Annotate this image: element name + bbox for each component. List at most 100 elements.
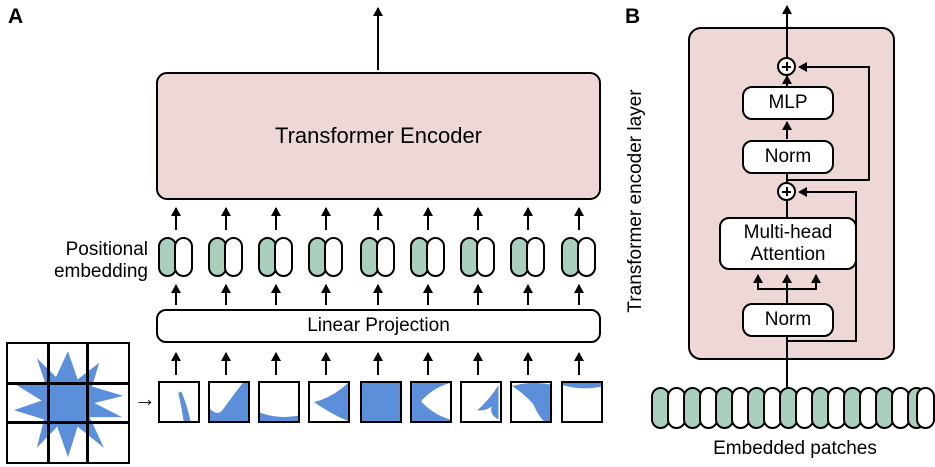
token-to-encoder-arrow xyxy=(325,208,328,230)
residual-add-upper xyxy=(777,57,796,76)
patch-embedding-pill xyxy=(224,237,243,277)
grid-line-horizontal xyxy=(8,421,128,424)
mha-label-line1: Multi-head xyxy=(743,221,833,243)
panel-a-letter: A xyxy=(8,5,24,28)
residual-path-upper-horizontal-bottom xyxy=(787,179,870,182)
norm-upper-block: Norm xyxy=(742,140,834,174)
image-patch xyxy=(208,381,250,423)
image-patch xyxy=(258,381,300,423)
token-pill-pair xyxy=(258,237,300,277)
patch-embedding-pill xyxy=(376,237,395,277)
patch-embedding-pill xyxy=(324,237,343,277)
transformer-encoder-label: Transformer Encoder xyxy=(274,123,483,148)
norm-lower-label: Norm xyxy=(764,309,812,331)
norm-upper-to-mlp-arrow xyxy=(786,122,789,139)
patch-embedding-pill xyxy=(426,237,445,277)
residual-arrow-head-lower xyxy=(798,186,807,197)
projection-to-token-arrow xyxy=(578,285,581,305)
image-patch xyxy=(158,381,200,423)
multi-head-attention-label: Multi-head Attention xyxy=(744,222,833,266)
norm-upper-label: Norm xyxy=(764,146,812,168)
patch-to-projection-arrow xyxy=(275,353,278,375)
patch-embedding-pill xyxy=(526,237,545,277)
projection-to-token-arrow xyxy=(477,285,480,305)
mlp-label: MLP xyxy=(768,92,808,114)
token-pill-pair xyxy=(308,237,350,277)
patch-to-projection-arrow xyxy=(175,353,178,375)
projection-to-token-arrow xyxy=(325,285,328,305)
token-to-encoder-arrow xyxy=(225,208,228,230)
patch-to-projection-arrow xyxy=(527,353,530,375)
projection-to-token-arrow xyxy=(175,285,178,305)
grid-line-vertical xyxy=(47,344,50,462)
patch-embedding-pill xyxy=(174,237,193,277)
token-pill-pair xyxy=(360,237,402,277)
patch-embedding-pill xyxy=(274,237,293,277)
grid-line-vertical xyxy=(86,344,89,462)
qkv-arrow-right xyxy=(815,275,818,289)
patch-to-projection-arrow xyxy=(578,353,581,375)
embedded-patches-label: Embedded patches xyxy=(713,438,877,459)
token-to-encoder-arrow xyxy=(275,208,278,230)
source-image xyxy=(6,342,130,464)
linear-projection-label: Linear Projection xyxy=(307,315,450,336)
encoder-layer-vertical-label: Transformer encoder layer xyxy=(625,89,646,313)
patch-to-projection-arrow xyxy=(427,353,430,375)
panel-b-letter: B xyxy=(625,5,641,28)
linear-projection-block: Linear Projection xyxy=(156,309,601,343)
residual-arrow-head-upper xyxy=(798,61,807,72)
patch-to-projection-arrow xyxy=(225,353,228,375)
layer-output-arrow xyxy=(786,6,789,70)
token-pill-pair xyxy=(561,237,603,277)
token-pill-pair xyxy=(510,237,552,277)
token-to-encoder-arrow xyxy=(377,208,380,230)
projection-to-token-arrow xyxy=(377,285,380,305)
image-patch xyxy=(308,381,350,423)
token-pill-pair xyxy=(158,237,200,277)
patch-embedding-pill xyxy=(476,237,495,277)
projection-to-token-arrow xyxy=(275,285,278,305)
projection-to-token-arrow xyxy=(427,285,430,305)
multi-head-attention-block: Multi-head Attention xyxy=(719,217,857,270)
grid-line-horizontal xyxy=(8,382,128,385)
token-to-encoder-arrow xyxy=(578,208,581,230)
patch-to-projection-arrow xyxy=(477,353,480,375)
token-pill-pair xyxy=(410,237,452,277)
residual-path-lower-vertical xyxy=(855,191,858,342)
residual-path-lower-horizontal-top xyxy=(800,191,857,194)
image-patch xyxy=(510,381,552,423)
token-pill-pair xyxy=(460,237,502,277)
patch-to-projection-arrow xyxy=(325,353,328,375)
encoder-output-arrow xyxy=(377,8,380,70)
image-patch xyxy=(561,381,603,423)
projection-to-token-arrow xyxy=(527,285,530,305)
split-arrow-icon: → xyxy=(134,386,156,411)
qkv-arrow-center xyxy=(786,275,789,289)
transformer-encoder-block: Transformer Encoder xyxy=(156,72,601,200)
qkv-arrow-left xyxy=(757,275,760,289)
mha-label-line2: Attention xyxy=(750,243,826,265)
projection-to-token-arrow xyxy=(225,285,228,305)
star-shape-icon xyxy=(14,351,124,458)
token-pill-pair xyxy=(208,237,250,277)
image-patch xyxy=(410,381,452,423)
image-patch xyxy=(360,381,402,423)
embedded-patches-input-line xyxy=(786,336,789,388)
norm-lower-block: Norm xyxy=(742,303,834,337)
positional-embedding-label: Positional embedding xyxy=(53,239,148,283)
residual-path-lower-horizontal-bottom xyxy=(787,340,857,343)
mlp-to-add-arrow xyxy=(786,76,789,88)
token-to-encoder-arrow xyxy=(527,208,530,230)
image-patch xyxy=(460,381,502,423)
patch-to-projection-arrow xyxy=(377,353,380,375)
mlp-block: MLP xyxy=(742,86,834,120)
attention-to-add-line xyxy=(786,199,789,219)
embedded-patch-pill xyxy=(916,387,935,429)
token-to-encoder-arrow xyxy=(175,208,178,230)
token-to-encoder-arrow xyxy=(427,208,430,230)
norm-lower-to-qkv-line xyxy=(786,288,789,304)
patch-embedding-pill xyxy=(577,237,596,277)
residual-path-upper-horizontal-top xyxy=(800,66,870,69)
residual-path-upper-vertical xyxy=(868,66,871,181)
